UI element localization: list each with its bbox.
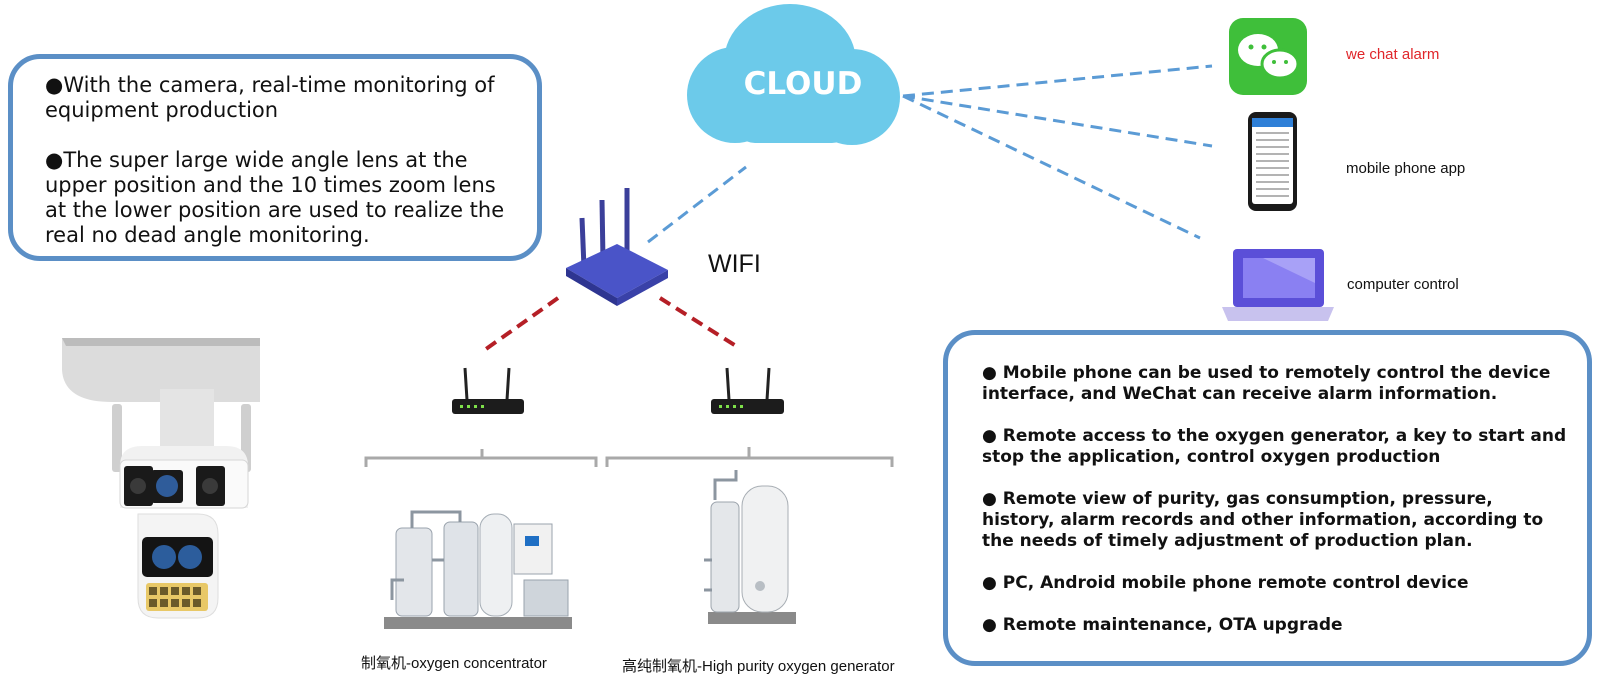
ethernet-router-icon [452, 367, 524, 414]
mobile-app-label: mobile phone app [1346, 160, 1466, 177]
camera-bullet-1: ●With the camera, real-time monitoring o… [45, 73, 495, 122]
cloud-links [647, 64, 1213, 244]
oxygen-generator-icon [384, 510, 572, 629]
camera-bullet-2: ●The super large wide angle lens at the … [45, 148, 505, 247]
feature-bullet: ● Remote access to the oxygen generator,… [982, 426, 1567, 467]
ethernet-router-icon [711, 367, 784, 414]
remote-features-panel: ● Mobile phone can be used to remotely c… [943, 330, 1592, 666]
feature-bullet: ● Remote view of purity, gas consumption… [982, 489, 1544, 551]
oxygen-generator-icon [704, 470, 796, 624]
connection-brackets [364, 447, 894, 467]
wechat-alarm-label: we chat alarm [1346, 46, 1440, 63]
cloud-label: CLOUD [743, 66, 863, 102]
cloud-icon [687, 4, 900, 145]
feature-bullet: ● Mobile phone can be used to remotely c… [982, 363, 1551, 404]
wifi-router-icon [566, 188, 668, 306]
dual-lens-camera-icon [62, 338, 260, 619]
wifi-label: WIFI [708, 250, 761, 278]
laptop-icon [1222, 249, 1334, 321]
wired-links [484, 296, 738, 351]
oxygen-concentrator-label: 制氧机-oxygen concentrator [361, 655, 547, 672]
computer-control-label: computer control [1347, 276, 1459, 293]
wechat-icon [1229, 18, 1307, 95]
feature-bullet: ● PC, Android mobile phone remote contro… [982, 573, 1469, 593]
smartphone-icon [1248, 112, 1297, 211]
high-purity-generator-label: 高纯制氧机-High purity oxygen generator [622, 658, 895, 675]
camera-info-panel: ●With the camera, real-time monitoring o… [8, 54, 542, 261]
feature-bullet: ● Remote maintenance, OTA upgrade [982, 615, 1343, 635]
